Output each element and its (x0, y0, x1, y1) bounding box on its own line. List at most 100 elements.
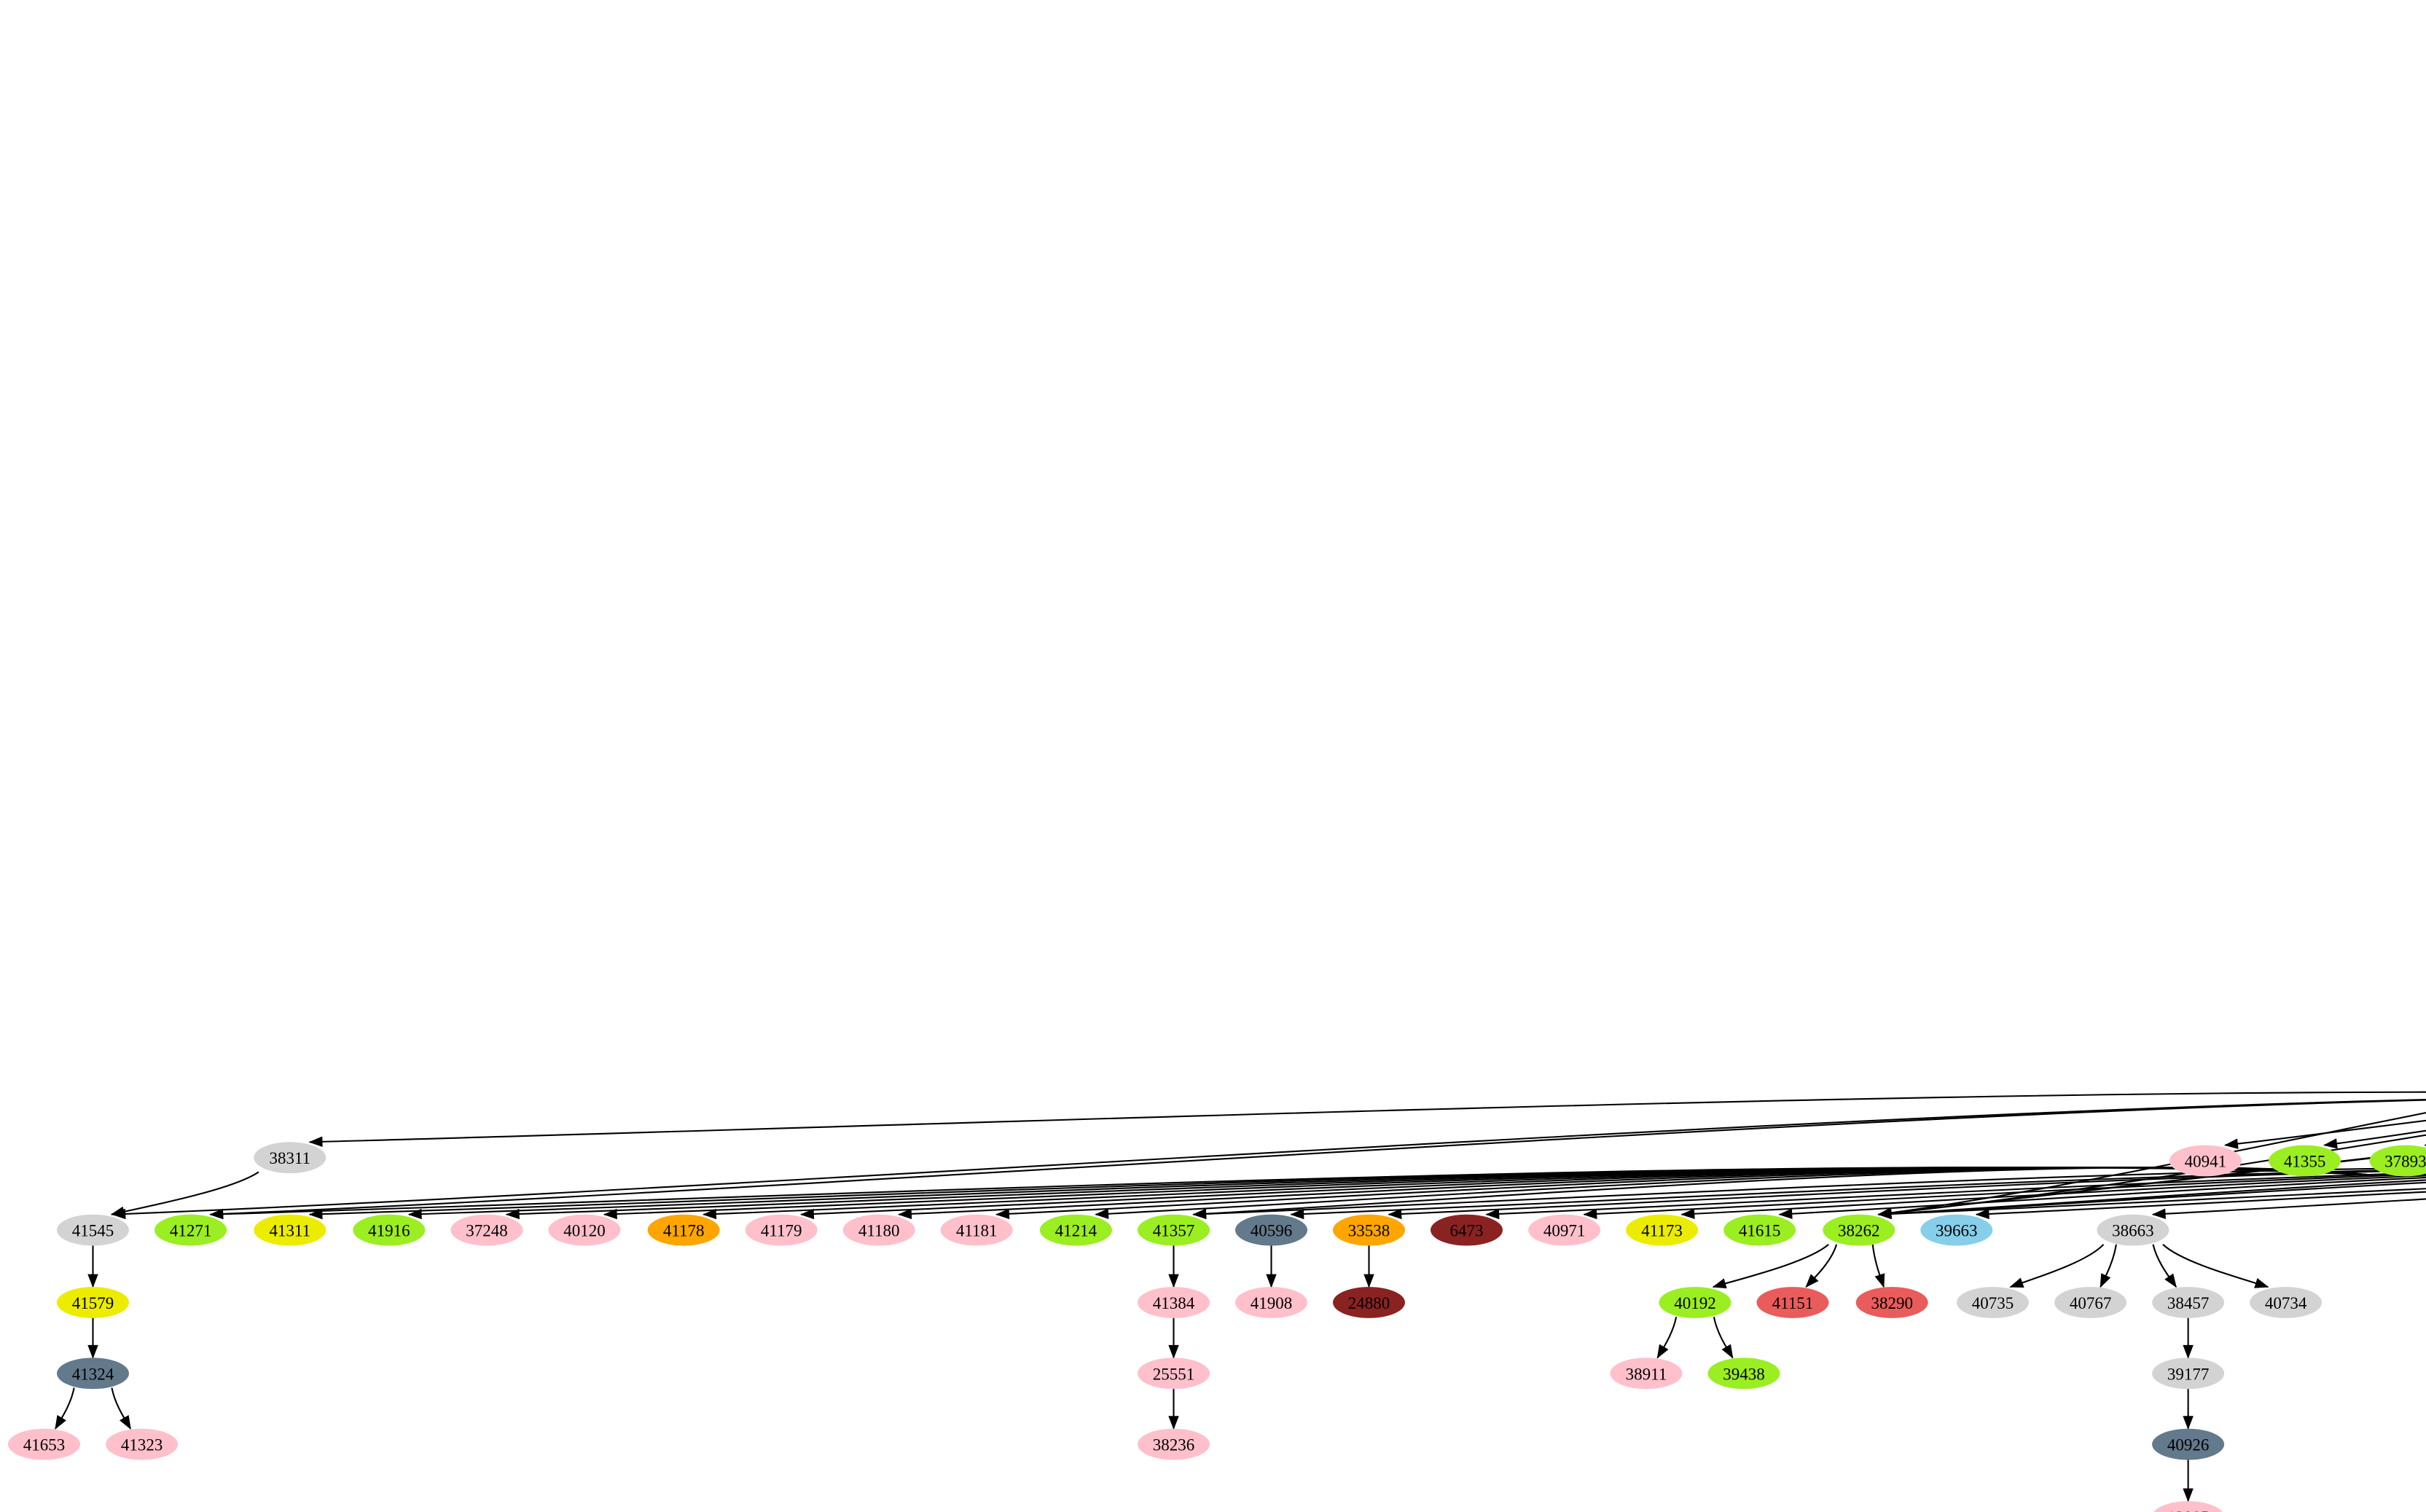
graph-node[interactable]: 41323 (106, 1428, 179, 1460)
node-shape[interactable] (842, 1214, 915, 1246)
graph-node[interactable]: 41545 (57, 1214, 129, 1246)
graph-node[interactable]: 6473 (1431, 1214, 1503, 1246)
graph-node[interactable]: 41311 (254, 1214, 326, 1246)
graph-node[interactable]: 41615 (1723, 1214, 1796, 1246)
node-shape[interactable] (106, 1428, 179, 1460)
graph-node[interactable]: 37893 (2369, 1145, 2426, 1177)
graph-node[interactable]: 38290 (1855, 1287, 1928, 1318)
graph-node[interactable]: 25551 (1138, 1358, 1210, 1390)
node-shape[interactable] (57, 1358, 129, 1390)
graph-node[interactable]: 38236 (1138, 1428, 1210, 1460)
graph-node[interactable]: 41178 (647, 1214, 720, 1246)
node-shape[interactable] (57, 1287, 129, 1318)
node-shape[interactable] (154, 1214, 227, 1246)
graph-node[interactable]: 38911 (1610, 1358, 1683, 1390)
graph-node[interactable]: 41179 (745, 1214, 818, 1246)
graph-node[interactable]: 39663 (1920, 1214, 1993, 1246)
node-shape[interactable] (1707, 1358, 1780, 1390)
node-label: 39438 (1723, 1365, 1765, 1383)
node-shape[interactable] (1138, 1214, 1210, 1246)
edge-arrowhead (898, 1208, 912, 1220)
graph-node[interactable]: 38457 (2152, 1287, 2225, 1318)
node-shape[interactable] (1626, 1214, 1699, 1246)
node-label: 38911 (1626, 1365, 1667, 1383)
node-shape[interactable] (2097, 1214, 2169, 1246)
graph-edge (1388, 1169, 2426, 1215)
graph-node[interactable]: 40120 (548, 1214, 621, 1246)
node-shape[interactable] (1855, 1287, 1928, 1318)
graph-node[interactable]: 40734 (2250, 1287, 2323, 1318)
edge-arrowhead (2164, 1273, 2177, 1288)
graph-node[interactable]: 41357 (1138, 1214, 1210, 1246)
node-shape[interactable] (2152, 1428, 2225, 1460)
node-shape[interactable] (1823, 1214, 1895, 1246)
graph-node[interactable]: 41916 (353, 1214, 426, 1246)
node-shape[interactable] (1920, 1214, 1993, 1246)
node-shape[interactable] (1756, 1287, 1829, 1318)
node-shape[interactable] (2152, 1358, 2225, 1390)
node-shape[interactable] (1333, 1214, 1405, 1246)
graph-node[interactable]: 39438 (1707, 1358, 1780, 1390)
graph-node[interactable]: 41181 (940, 1214, 1013, 1246)
edge-arrowhead (2224, 1138, 2239, 1149)
node-label: 24880 (1348, 1294, 1390, 1312)
node-shape[interactable] (2054, 1287, 2127, 1318)
node-shape[interactable] (1431, 1214, 1503, 1246)
graph-node[interactable]: 40926 (2152, 1428, 2225, 1460)
node-shape[interactable] (1957, 1287, 2029, 1318)
graph-node[interactable]: 38311 (254, 1142, 326, 1174)
graph-node[interactable]: 41271 (154, 1214, 227, 1246)
graph-node[interactable]: 41214 (1039, 1214, 1112, 1246)
node-shape[interactable] (2152, 1501, 2224, 1512)
node-shape[interactable] (2152, 1287, 2225, 1318)
graph-node[interactable]: 41180 (842, 1214, 915, 1246)
node-shape[interactable] (450, 1214, 523, 1246)
node-shape[interactable] (1528, 1214, 1601, 1246)
node-shape[interactable] (8, 1428, 80, 1460)
graph-node[interactable]: 41151 (1756, 1287, 1829, 1318)
graph-node[interactable]: 41324 (57, 1358, 129, 1390)
graph-node[interactable]: 41579 (57, 1287, 129, 1318)
node-shape[interactable] (647, 1214, 720, 1246)
node-shape[interactable] (1659, 1287, 1732, 1318)
graph-node[interactable]: 40941 (2169, 1145, 2242, 1177)
graph-node[interactable]: 40192 (1659, 1287, 1732, 1318)
graph-node[interactable]: 41908 (1235, 1287, 1307, 1318)
node-shape[interactable] (1333, 1287, 1405, 1318)
graph-node[interactable]: 41173 (1626, 1214, 1699, 1246)
node-shape[interactable] (1723, 1214, 1796, 1246)
node-shape[interactable] (1138, 1287, 1210, 1318)
node-shape[interactable] (1138, 1428, 1210, 1460)
node-shape[interactable] (1235, 1287, 1307, 1318)
node-shape[interactable] (2250, 1287, 2323, 1318)
node-shape[interactable] (2169, 1145, 2242, 1177)
graph-node[interactable]: 40767 (2054, 1287, 2127, 1318)
graph-node[interactable]: 40735 (1957, 1287, 2029, 1318)
node-shape[interactable] (254, 1142, 326, 1174)
node-shape[interactable] (2369, 1145, 2426, 1177)
graph-node[interactable]: 40596 (1235, 1214, 1307, 1246)
node-shape[interactable] (2269, 1145, 2341, 1177)
graph-node[interactable]: 41653 (8, 1428, 80, 1460)
graph-node[interactable]: 39177 (2152, 1358, 2225, 1390)
node-shape[interactable] (254, 1214, 326, 1246)
node-shape[interactable] (1039, 1214, 1112, 1246)
node-shape[interactable] (1138, 1358, 1210, 1390)
node-shape[interactable] (940, 1214, 1013, 1246)
graph-node[interactable]: 41355 (2269, 1145, 2341, 1177)
node-shape[interactable] (353, 1214, 426, 1246)
node-shape[interactable] (548, 1214, 621, 1246)
node-label: 40120 (563, 1222, 606, 1240)
node-shape[interactable] (57, 1214, 129, 1246)
node-shape[interactable] (1610, 1358, 1683, 1390)
graph-node[interactable]: 38663 (2097, 1214, 2169, 1246)
graph-node[interactable]: 33538 (1333, 1214, 1405, 1246)
graph-node[interactable]: 13985 (2152, 1501, 2224, 1512)
graph-node[interactable]: 24880 (1333, 1287, 1405, 1318)
graph-node[interactable]: 38262 (1823, 1214, 1895, 1246)
graph-node[interactable]: 40971 (1528, 1214, 1601, 1246)
node-shape[interactable] (1235, 1214, 1307, 1246)
graph-node[interactable]: 41384 (1138, 1287, 1210, 1318)
node-shape[interactable] (745, 1214, 818, 1246)
graph-node[interactable]: 37248 (450, 1214, 523, 1246)
